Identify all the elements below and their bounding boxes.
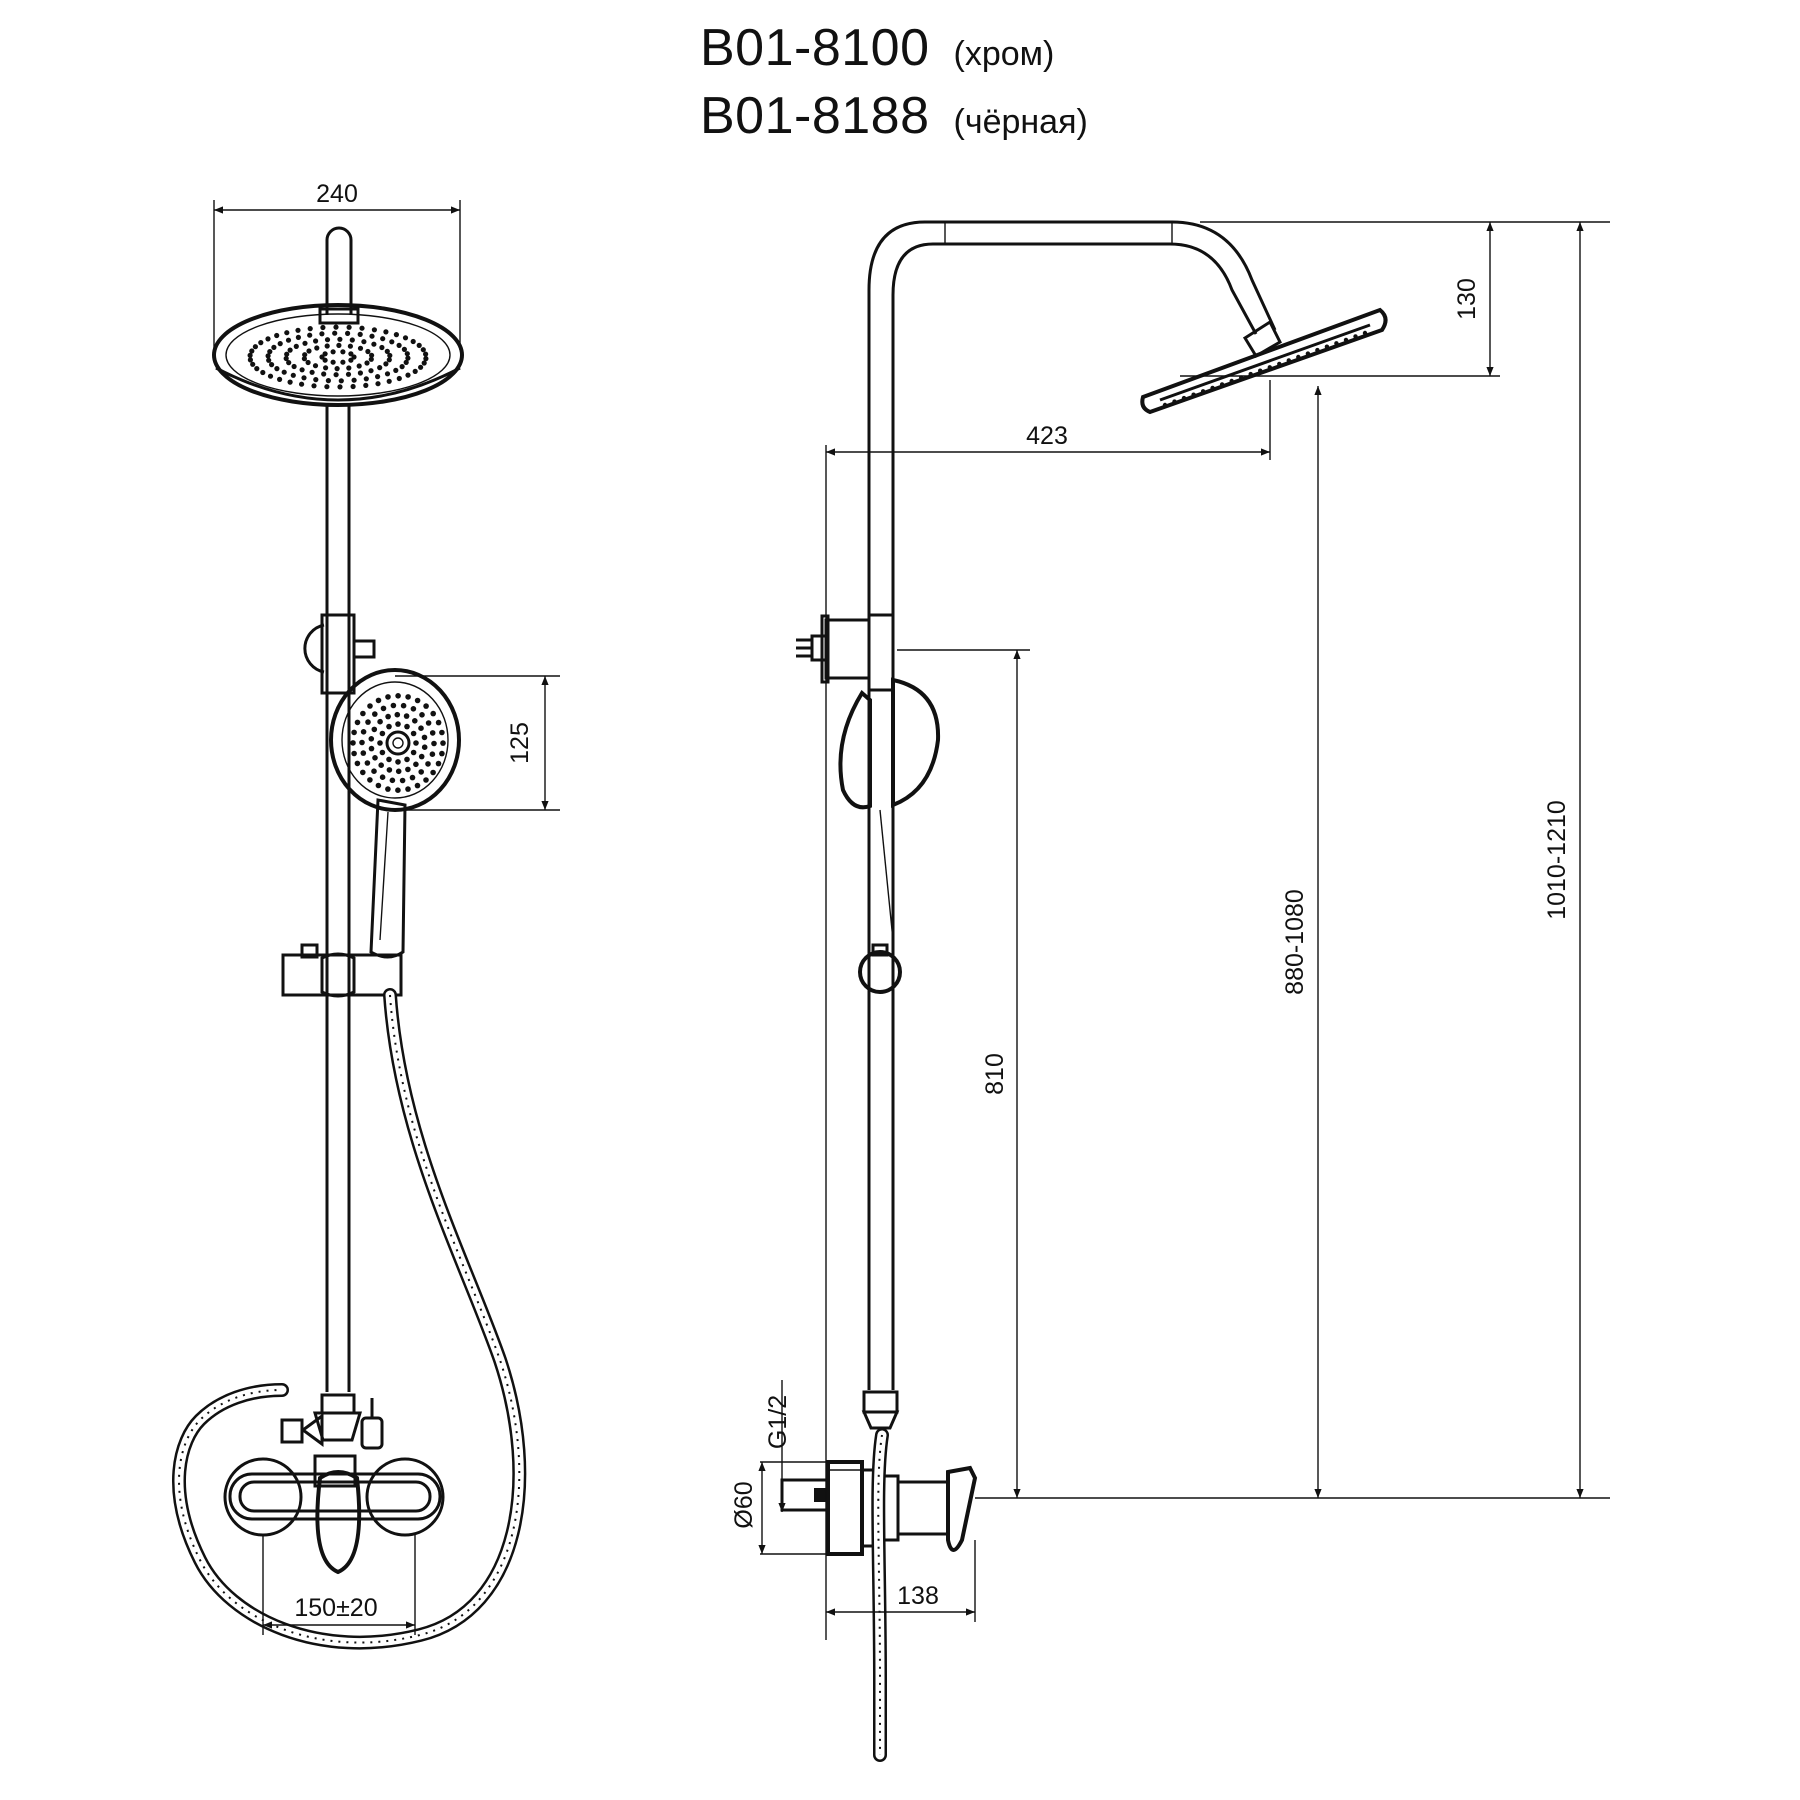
title-row-chrome: B01-8100 (хром) — [700, 18, 1088, 86]
dim-arm-projection: 423 — [1026, 422, 1068, 450]
side-dimensions: 423 130 810 880-1080 1010-1210 G1/2 Ø60 … — [730, 221, 1610, 1640]
dim-mixer-depth: 138 — [897, 1582, 939, 1610]
finish-label: (хром) — [953, 35, 1055, 73]
dim-total-height: 1010-1210 — [1543, 800, 1571, 920]
dim-mixer-to-head: 880-1080 — [1281, 889, 1309, 995]
overhead-head-side — [1140, 307, 1388, 415]
title-row-black: B01-8188 (чёрная) — [700, 86, 1088, 154]
dim-flange: Ø60 — [730, 1481, 758, 1528]
side-rail-inner — [891, 242, 1258, 1390]
wall-bracket-side — [796, 613, 895, 692]
title-block: B01-8100 (хром) B01-8188 (чёрная) — [700, 18, 1088, 154]
dim-mixer-centers: 150±20 — [294, 1594, 377, 1622]
side-view — [780, 220, 1388, 1762]
dim-mixer-to-holder: 810 — [981, 1053, 1009, 1095]
dim-overhead-width: 240 — [316, 180, 358, 208]
hand-shower — [329, 668, 461, 959]
dim-head-height: 130 — [1453, 278, 1481, 320]
overhead-shower-head — [212, 303, 464, 407]
front-dimensions: 240 125 150±20 — [213, 180, 560, 1635]
dim-hand-shower: 125 — [506, 722, 534, 764]
front-view — [172, 226, 527, 1650]
overhead-nut — [318, 307, 360, 325]
finish-label: (чёрная) — [953, 103, 1088, 141]
mixer-front — [223, 1393, 445, 1575]
overhead-connector — [325, 226, 353, 315]
wall-bracket — [303, 613, 376, 695]
dim-thread: G1/2 — [764, 1395, 792, 1449]
hand-shower-side — [838, 677, 941, 994]
side-rail-outer — [867, 220, 1277, 1390]
slide-holder — [281, 943, 403, 998]
model-number: B01-8188 — [700, 87, 930, 145]
swivel-nut — [1242, 319, 1282, 359]
model-number: B01-8100 — [700, 19, 930, 77]
